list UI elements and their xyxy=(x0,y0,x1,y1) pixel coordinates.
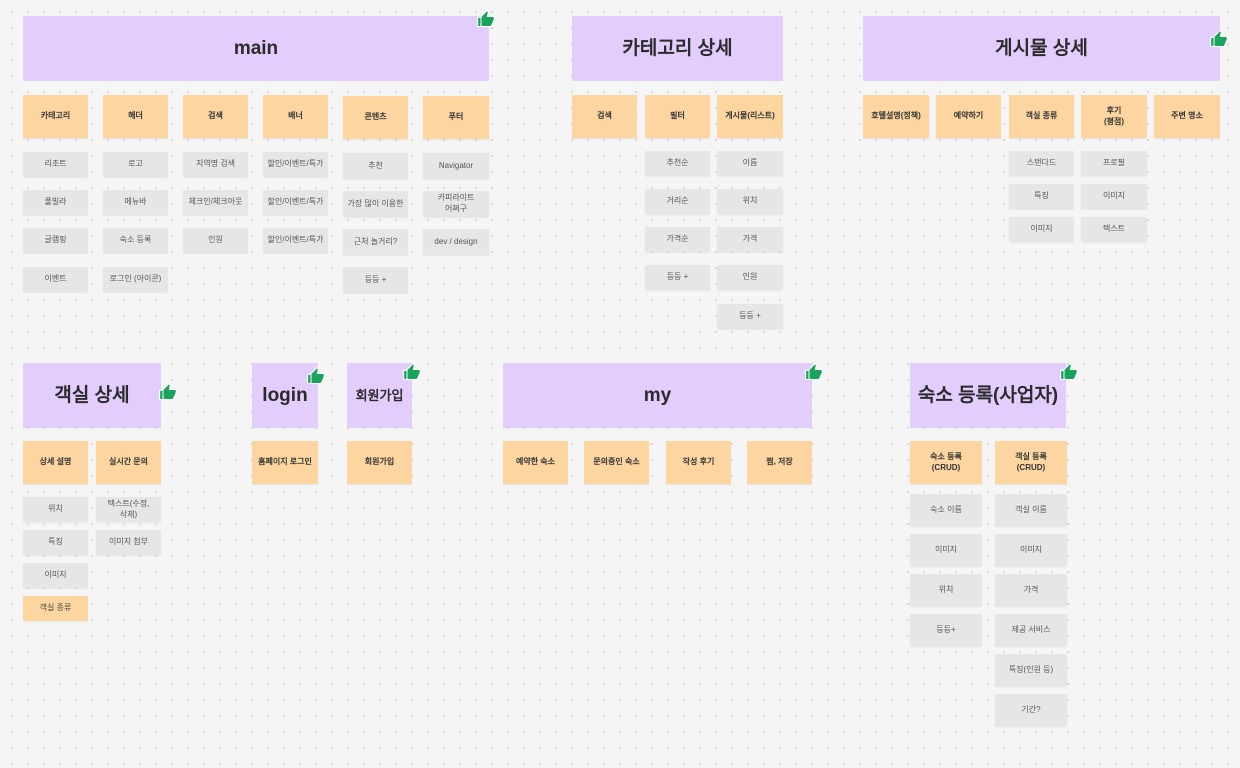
category-detail-filter[interactable]: 필터 xyxy=(645,95,710,138)
lodging-location[interactable]: 위치 xyxy=(910,574,982,606)
login-homepage[interactable]: 홈페이지 로그인 xyxy=(252,441,318,484)
room-detail-image[interactable]: 이미지 xyxy=(23,563,88,588)
post-detail-reviews[interactable]: 후기 (평점) xyxy=(1081,95,1147,138)
room-type-features[interactable]: 특징 xyxy=(1009,184,1074,209)
lodging-etc[interactable]: 등등+ xyxy=(910,614,982,646)
lodging-name[interactable]: 숙소 이름 xyxy=(910,494,982,526)
room-detail-features[interactable]: 특징 xyxy=(23,530,88,555)
thumbs-up-icon xyxy=(1060,362,1078,380)
lodging-register-title[interactable]: 숙소 등록(사업자) xyxy=(910,363,1066,428)
main-item-etc[interactable]: 등등 + xyxy=(343,267,408,293)
main-item-poolvilla[interactable]: 풀빌라 xyxy=(23,190,88,215)
thumbs-up-icon xyxy=(159,382,177,400)
room-image[interactable]: 이미지 xyxy=(995,534,1067,566)
lodging-register-crud[interactable]: 숙소 등록 (CRUD) xyxy=(910,441,982,484)
post-detail-title[interactable]: 게시물 상세 xyxy=(863,16,1220,81)
main-item-region-search[interactable]: 지역명 검색 xyxy=(183,152,248,177)
room-period[interactable]: 기간? xyxy=(995,694,1067,726)
room-detail-room-types[interactable]: 객실 종류 xyxy=(23,596,88,621)
review-profile[interactable]: 프로필 xyxy=(1081,151,1147,176)
login-title[interactable]: login xyxy=(252,363,318,428)
post-item-guests[interactable]: 인원 xyxy=(717,265,783,290)
main-item-navigator[interactable]: Navigator xyxy=(423,153,489,179)
main-category-categories[interactable]: 카테고리 xyxy=(23,95,88,138)
main-category-contents[interactable]: 콘텐츠 xyxy=(343,96,408,139)
thumbs-up-icon xyxy=(1210,29,1228,47)
main-item-banner-2[interactable]: 할인/이벤트/특가 xyxy=(263,190,328,215)
thumbs-up-icon xyxy=(477,9,495,28)
main-item-glamping[interactable]: 글램핑 xyxy=(23,228,88,253)
post-item-etc[interactable]: 등등 + xyxy=(717,304,783,329)
main-item-guests[interactable]: 인원 xyxy=(183,228,248,253)
room-detail-location[interactable]: 위치 xyxy=(23,497,88,522)
my-written-reviews[interactable]: 작성 후기 xyxy=(666,441,731,484)
main-category-footer[interactable]: 푸터 xyxy=(423,96,489,139)
signup-title[interactable]: 회원가입 xyxy=(347,363,412,428)
my-inquiry-lodging[interactable]: 문의중인 숙소 xyxy=(584,441,649,484)
main-category-header[interactable]: 헤더 xyxy=(103,95,168,138)
my-reserved-lodging[interactable]: 예약한 숙소 xyxy=(503,441,568,484)
main-category-banner[interactable]: 배너 xyxy=(263,95,328,138)
my-title[interactable]: my xyxy=(503,363,812,428)
room-name[interactable]: 객실 이름 xyxy=(995,494,1067,526)
main-item-logo[interactable]: 로고 xyxy=(103,152,168,177)
main-item-banner-3[interactable]: 할인/이벤트/특가 xyxy=(263,228,328,253)
post-item-location[interactable]: 위치 xyxy=(717,189,783,214)
review-text[interactable]: 텍스트 xyxy=(1081,217,1147,242)
category-detail-search[interactable]: 검색 xyxy=(572,95,637,138)
main-item-most-used[interactable]: 가장 많이 이용한 xyxy=(343,191,408,217)
review-image[interactable]: 이미지 xyxy=(1081,184,1147,209)
main-item-register-lodging[interactable]: 숙소 등록 xyxy=(103,228,168,253)
room-detail-description[interactable]: 상세 설명 xyxy=(23,441,88,484)
lodging-image[interactable]: 이미지 xyxy=(910,534,982,566)
room-services[interactable]: 제공 서비스 xyxy=(995,614,1067,646)
room-register-crud[interactable]: 객실 등록 (CRUD) xyxy=(995,441,1067,484)
post-detail-room-types[interactable]: 객실 종류 xyxy=(1009,95,1074,138)
room-detail-title[interactable]: 객실 상세 xyxy=(23,363,161,428)
thumbs-up-icon xyxy=(307,366,325,384)
main-item-checkin-checkout[interactable]: 체크인/체크아웃 xyxy=(183,190,248,215)
room-type-standard[interactable]: 스탠다드 xyxy=(1009,151,1074,176)
main-item-resort[interactable]: 리조트 xyxy=(23,152,88,177)
room-type-image[interactable]: 이미지 xyxy=(1009,217,1074,242)
inquiry-text-edit[interactable]: 텍스트(수정, 삭제) xyxy=(96,497,161,522)
room-detail-live-inquiry[interactable]: 실시간 문의 xyxy=(96,441,161,484)
thumbs-up-icon xyxy=(805,362,823,380)
room-price[interactable]: 가격 xyxy=(995,574,1067,606)
filter-item-distance[interactable]: 거리순 xyxy=(645,189,710,214)
post-detail-attractions[interactable]: 주변 명소 xyxy=(1154,95,1220,138)
category-detail-post-list[interactable]: 게시물(리스트) xyxy=(717,95,783,138)
room-features[interactable]: 특징(인원 등) xyxy=(995,654,1067,686)
post-item-name[interactable]: 이름 xyxy=(717,151,783,176)
post-item-price[interactable]: 가격 xyxy=(717,227,783,252)
main-item-banner-1[interactable]: 할인/이벤트/특가 xyxy=(263,152,328,177)
my-wishlist[interactable]: 찜, 저장 xyxy=(747,441,812,484)
main-item-menubar[interactable]: 메뉴바 xyxy=(103,190,168,215)
category-detail-title[interactable]: 카테고리 상세 xyxy=(572,16,783,81)
inquiry-image-attach[interactable]: 이미지 첨부 xyxy=(96,530,161,555)
main-item-recommend[interactable]: 추천 xyxy=(343,153,408,179)
main-item-login-icon[interactable]: 로그인 (아이콘) xyxy=(103,267,168,292)
post-detail-hotel-description[interactable]: 호텔설명(정책) xyxy=(863,95,929,138)
thumbs-up-icon xyxy=(403,362,421,380)
filter-item-etc[interactable]: 등등 + xyxy=(645,265,710,290)
filter-item-recommend[interactable]: 추천순 xyxy=(645,151,710,176)
main-item-nearby[interactable]: 근처 놀거리? xyxy=(343,229,408,255)
post-detail-reservation[interactable]: 예약하기 xyxy=(936,95,1001,138)
main-category-search[interactable]: 검색 xyxy=(183,95,248,138)
signup-category[interactable]: 회원가입 xyxy=(347,441,412,484)
main-item-event[interactable]: 이벤트 xyxy=(23,267,88,292)
filter-item-price[interactable]: 가격순 xyxy=(645,227,710,252)
main-item-copyright[interactable]: 카피라이트 어쩌구 xyxy=(423,191,489,217)
main-item-dev-design[interactable]: dev / design xyxy=(423,229,489,255)
main-title[interactable]: main xyxy=(23,16,489,81)
